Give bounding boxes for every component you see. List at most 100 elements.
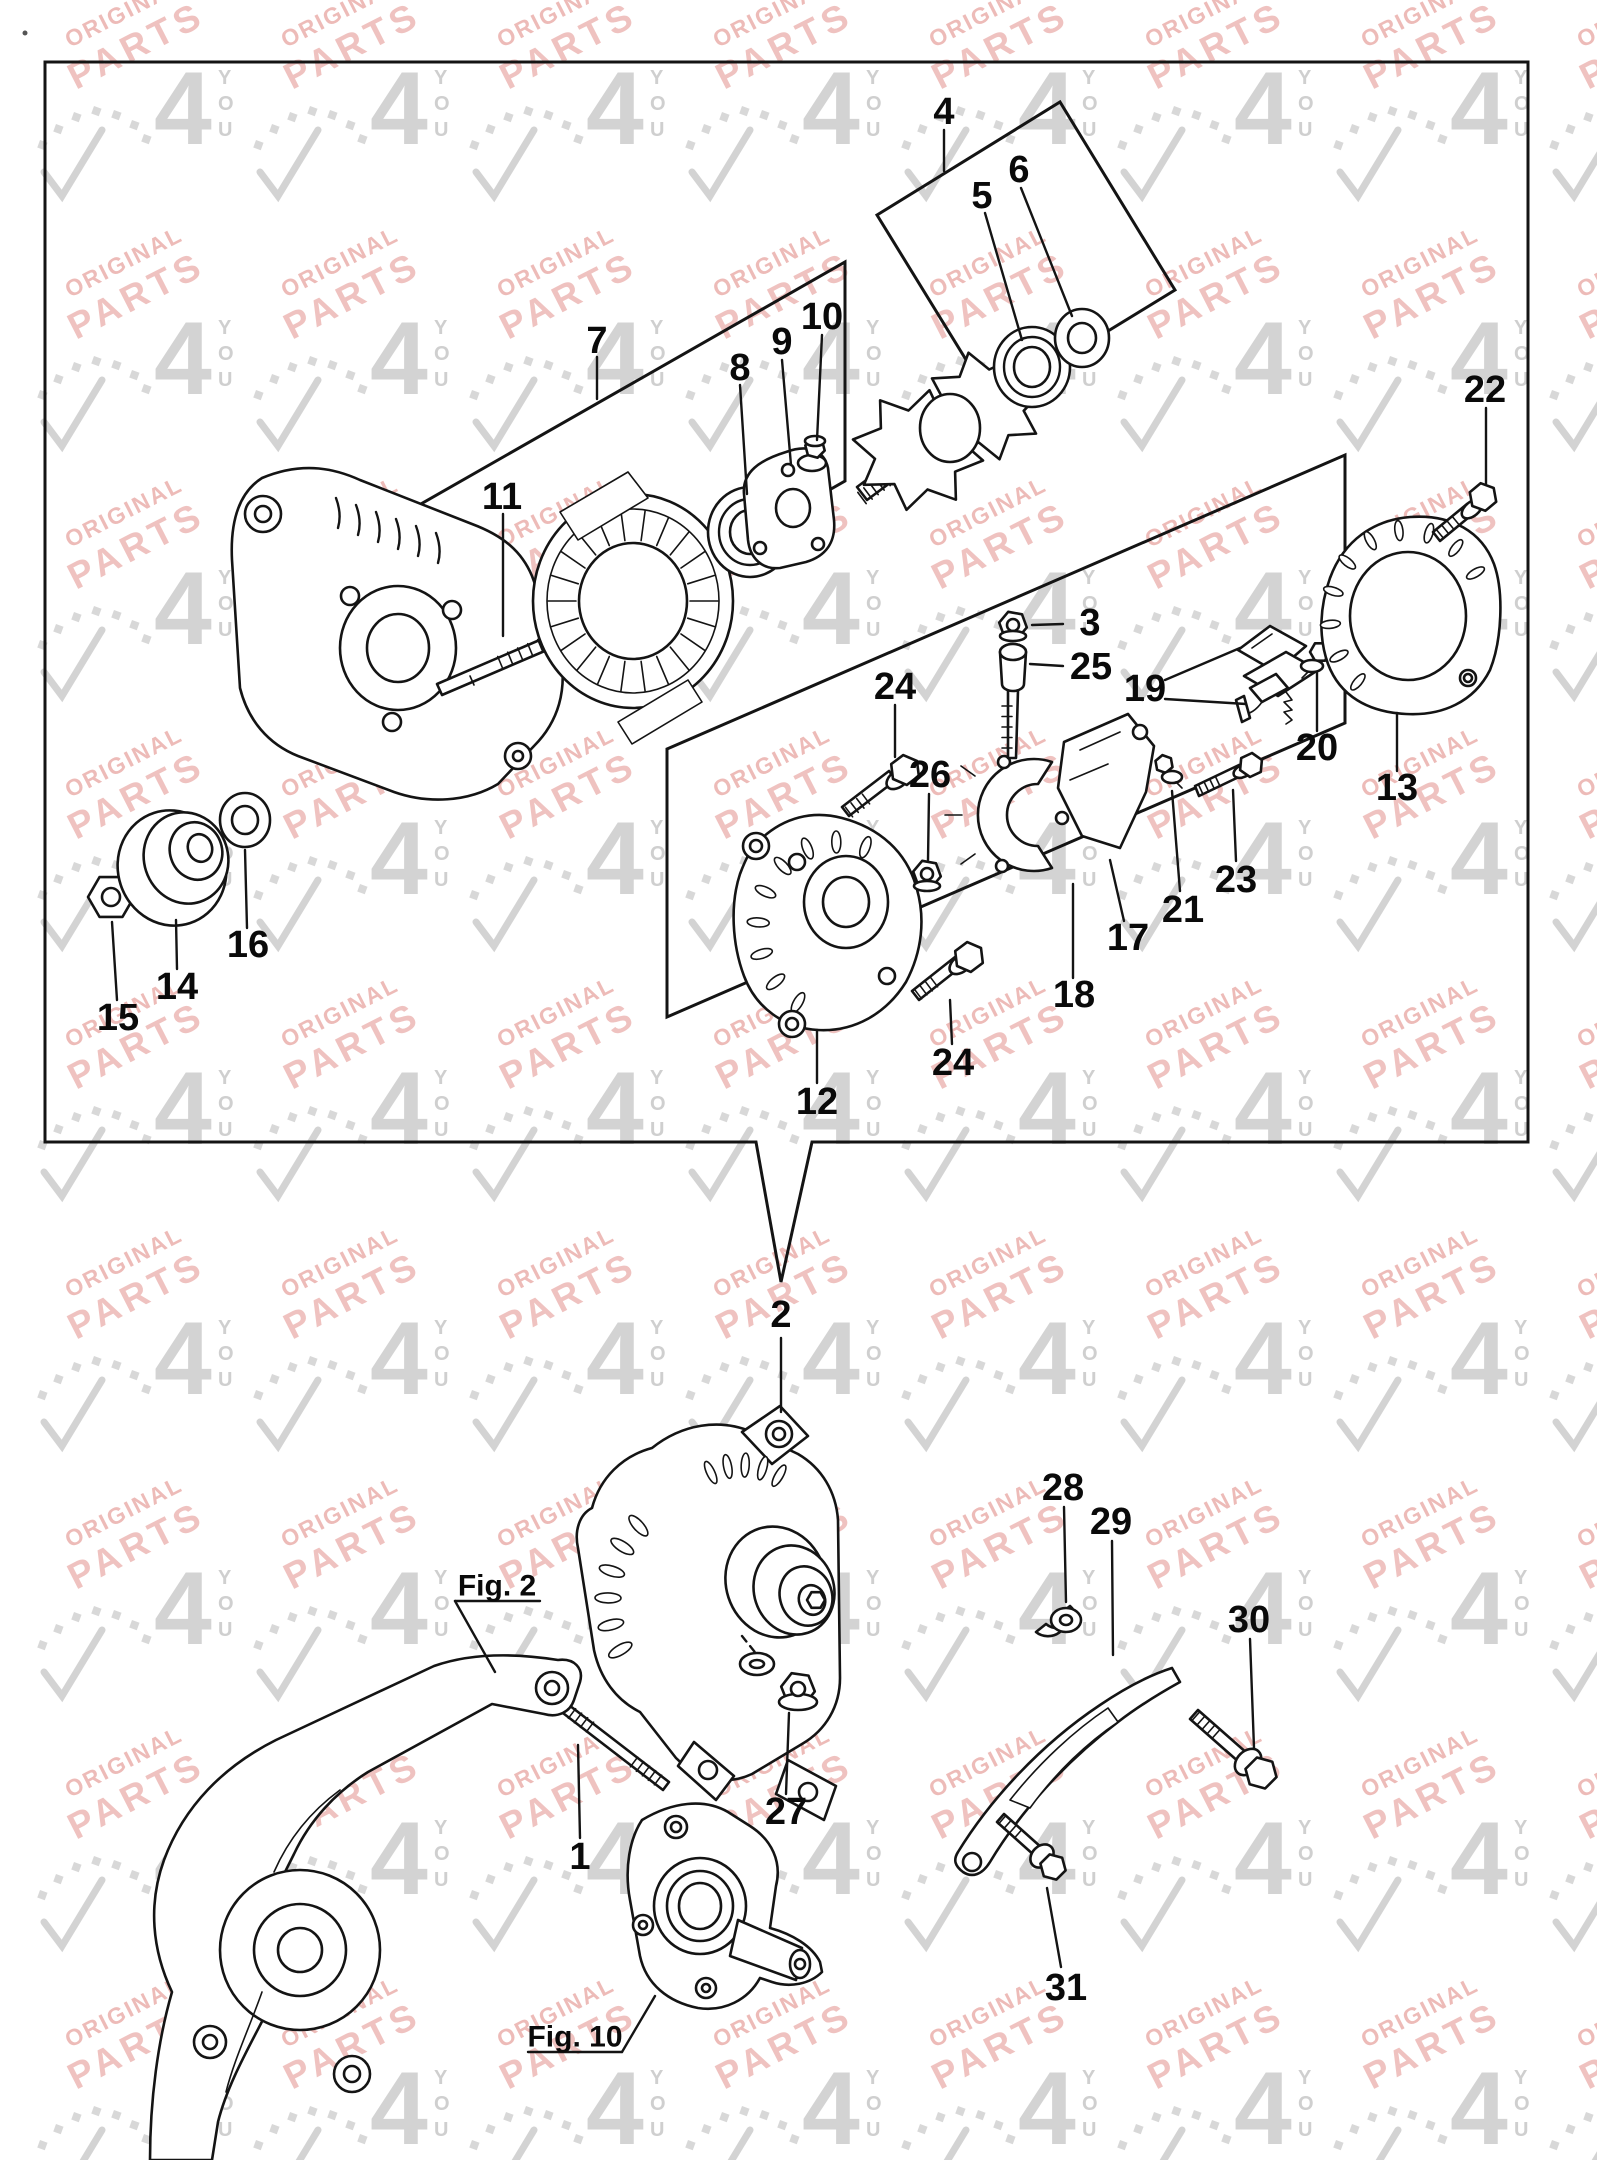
part-mount-bracket-fig2-part [543, 1679, 561, 1697]
watermark-side-letter: U [1082, 1119, 1096, 1141]
watermark-dot [955, 105, 966, 117]
part-rear-bracket-12-part [746, 830, 872, 1014]
watermark-4-glyph: 4 [1234, 801, 1292, 917]
part-front-bracket-part [339, 585, 361, 607]
checkmark-icon [1120, 876, 1186, 953]
watermark-side-letter: O [866, 1593, 882, 1615]
watermark-side-letter: O [1082, 1843, 1098, 1865]
watermark-dot [1209, 120, 1220, 131]
watermark-side-letter: U [866, 1619, 880, 1641]
winding-spoke [596, 655, 611, 685]
checkmark-icon [688, 1126, 754, 1203]
watermark-side-letter: O [434, 1843, 450, 1865]
part-alternator-assembly-2-part [797, 1781, 819, 1803]
watermark-word-original: ORIGINAL [1572, 971, 1597, 1052]
watermark-dot [1349, 2124, 1360, 2135]
watermark-dot [1221, 2134, 1232, 2145]
watermark-dot [523, 1606, 534, 1617]
part-stator-7-part [546, 508, 720, 694]
watermark-dot [1367, 112, 1378, 123]
part-rotor-part [918, 392, 982, 464]
watermark-dot [935, 2112, 946, 2123]
watermark-side-letter: Y [650, 317, 664, 339]
part-number-label-20: 20 [1296, 727, 1338, 769]
part-flange-fig10-part [637, 1919, 649, 1931]
part-alternator-assembly-2-part [771, 1426, 787, 1442]
part-bearing-5-part [1002, 335, 1062, 399]
watermark-dot [993, 1370, 1004, 1381]
watermark-side-letter: Y [1298, 1567, 1312, 1589]
watermark-4-glyph: 4 [1234, 301, 1292, 417]
part-brush-holder-19-part [1234, 694, 1252, 724]
watermark-dot [1191, 610, 1202, 621]
watermark-dot [917, 2124, 928, 2135]
watermark-dot [129, 1120, 140, 1131]
watermark-dot [469, 390, 480, 401]
checkmark-icon [79, 2126, 106, 2160]
watermark-dot [141, 384, 152, 395]
watermark-word-original: ORIGINAL [1572, 1471, 1597, 1552]
watermark-side-letter: Y [1082, 67, 1096, 89]
watermark-dot [307, 1856, 318, 1867]
watermark-dot [269, 1124, 280, 1135]
watermark-dot [71, 1361, 82, 1373]
watermark-dot [71, 362, 82, 373]
part-front-bracket [230, 466, 564, 801]
thread-tick [1209, 779, 1216, 791]
watermark-dot [1349, 1124, 1360, 1135]
watermark-dot [523, 1106, 534, 1117]
watermark-4-glyph: 4 [1234, 51, 1292, 167]
part-rear-cover-13-part [1319, 519, 1486, 691]
watermark-side-letter: O [1514, 593, 1530, 615]
part-stator-7 [531, 471, 735, 745]
checkmark-icon [40, 876, 106, 953]
watermark-dot [789, 1884, 800, 1895]
part-number-label-17: 17 [1107, 917, 1149, 959]
watermark-side-letter: U [650, 1119, 664, 1141]
watermark-dot [1191, 1860, 1202, 1871]
watermark-dot [1549, 640, 1560, 651]
vent-slot [746, 917, 770, 928]
part-retainer-plate-9-part [752, 540, 768, 556]
watermark-dot [1425, 370, 1436, 381]
part-retainer-plate-9-part [780, 462, 796, 478]
watermark-dot [1387, 1356, 1398, 1367]
part-bolt-22-part [1468, 481, 1498, 513]
leader-line-28 [784, 1711, 791, 1796]
watermark-dot [789, 1134, 800, 1145]
part-mount-bracket-fig2-part [148, 1654, 583, 2160]
watermark-dot [1387, 2106, 1398, 2117]
watermark-dot [287, 1361, 298, 1373]
watermark-dot [917, 624, 928, 635]
vent-slot [773, 856, 792, 876]
watermark-side-letter: Y [218, 1067, 232, 1089]
checkmark-icon [40, 376, 106, 453]
watermark-dot [759, 1360, 770, 1371]
winding-spoke [686, 617, 716, 628]
part-spacer-6 [1053, 307, 1111, 369]
fig-ref-pointer-0 [453, 1599, 497, 1674]
watermark-dot [91, 1106, 102, 1117]
watermark-side-letter: Y [1082, 1817, 1096, 1839]
watermark-dot [485, 1374, 496, 1385]
watermark-dot [1221, 1384, 1232, 1395]
watermark-dot [1549, 1390, 1560, 1401]
group-parallelogram-2 [665, 452, 1347, 1020]
leader-line-31 [1248, 1637, 1256, 1750]
watermark-4-glyph: 4 [370, 1301, 428, 1417]
part-number-label-7: 7 [586, 320, 607, 362]
watermark-dot [141, 134, 152, 145]
watermark-side-letter: U [1514, 119, 1528, 141]
watermark-dot [485, 374, 496, 385]
watermark-side-letter: U [434, 369, 448, 391]
checkmark-icon [295, 2126, 322, 2160]
watermark-dot [129, 620, 140, 631]
watermark-side-letter: O [1514, 93, 1530, 115]
winding-spoke [680, 633, 706, 652]
watermark-dot [1209, 870, 1220, 881]
watermark-side-letter: U [218, 619, 232, 641]
watermark-side-letter: U [1514, 1869, 1528, 1891]
watermark-side-letter: Y [218, 317, 232, 339]
